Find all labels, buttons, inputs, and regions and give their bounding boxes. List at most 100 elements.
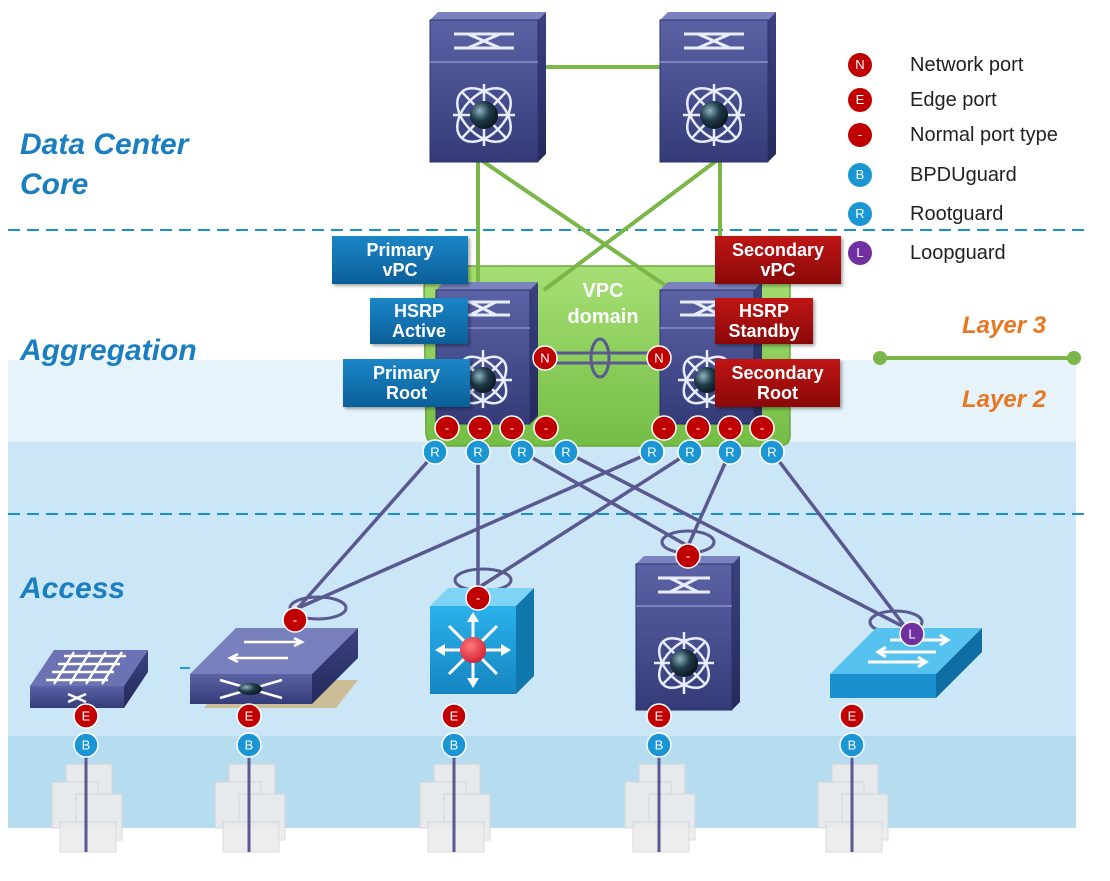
- port-marker-edge: E: [839, 703, 865, 729]
- legend-badge-network-port: N: [848, 53, 872, 77]
- role-primary-vpc-line1: Primary: [366, 240, 434, 260]
- port-badge-letter: -: [478, 421, 482, 436]
- port-marker-rootguard: R: [465, 439, 491, 465]
- port-badge-letter: -: [510, 421, 514, 436]
- port-badge-circle: [465, 585, 491, 611]
- tier-label-access: Access: [20, 572, 126, 605]
- tier-label-core-line1: Data Center: [20, 128, 189, 161]
- port-badge-letter: E: [450, 709, 459, 724]
- port-badge-circle: [749, 415, 775, 441]
- role-secondary-root-line1: Secondary: [731, 363, 824, 383]
- legend-badge-edge-port: E: [848, 88, 872, 112]
- port-marker-edge: E: [441, 703, 467, 729]
- port-marker-normal: -: [717, 415, 743, 441]
- access-switch-catalyst[interactable]: [430, 588, 534, 694]
- access-switch-nexus-chassis[interactable]: [635, 556, 740, 711]
- port-badge-letter: B: [848, 738, 857, 753]
- port-badge-circle: [646, 345, 672, 371]
- port-badge-circle: [509, 439, 535, 465]
- port-badge-circle: [651, 415, 677, 441]
- port-badge-circle: [717, 439, 743, 465]
- port-badge-letter: B: [82, 738, 91, 753]
- role-secondary-vpc-line1: Secondary: [731, 240, 825, 260]
- vpc-domain-line2: domain: [567, 306, 639, 328]
- port-badge-circle: [533, 415, 559, 441]
- role-secondary-root-line2: Root: [757, 383, 798, 403]
- port-marker-rootguard: R: [677, 439, 703, 465]
- legend-text-edge-port: Edge port: [910, 89, 997, 111]
- core-links: [476, 65, 722, 292]
- port-badge-letter: R: [725, 445, 734, 460]
- vpc-peer-port-left: N: [532, 345, 558, 371]
- role-primary-root-line1: Primary: [372, 363, 441, 383]
- port-marker-rootguard: R: [422, 439, 448, 465]
- port-marker-normal: -: [675, 543, 701, 569]
- port-marker-rootguard: R: [639, 439, 665, 465]
- port-badge-letter: E: [245, 709, 254, 724]
- legend-badge-normal-port: -: [848, 123, 872, 147]
- role-primary-vpc-line2: vPC: [382, 260, 418, 280]
- port-badge-circle: [465, 439, 491, 465]
- port-badge-circle: [899, 621, 925, 647]
- port-badge-letter: R: [647, 445, 656, 460]
- port-badge-letter: -: [445, 421, 449, 436]
- port-badge-circle: [441, 732, 467, 758]
- legend-text-bpduguard: BPDUguard: [910, 164, 1017, 186]
- layer-boundary-indicator: [873, 351, 1081, 365]
- port-badge-letter: N: [654, 351, 663, 366]
- port-marker-edge: E: [236, 703, 262, 729]
- core-switch-2[interactable]: [659, 12, 776, 163]
- port-marker-bpduguard: B: [646, 732, 672, 758]
- port-badge-letter: -: [728, 421, 732, 436]
- port-marker-rootguard: R: [759, 439, 785, 465]
- port-badge-letter: -: [760, 421, 764, 436]
- legend-text-network-port: Network port: [910, 54, 1024, 76]
- legend-text-normal-port: Normal port type: [910, 124, 1058, 146]
- port-badge-letter: E: [655, 709, 664, 724]
- port-badge-letter: E: [848, 709, 857, 724]
- legend-badge-loopguard: L: [848, 241, 872, 265]
- access-links: [296, 450, 908, 630]
- port-badge-circle: [532, 345, 558, 371]
- port-badge-letter: B: [450, 738, 459, 753]
- access-fabric-extender[interactable]: [30, 650, 148, 708]
- port-marker-normal: -: [685, 415, 711, 441]
- port-badge-letter: R: [473, 445, 482, 460]
- vpc-peer-port-right: N: [646, 345, 672, 371]
- port-badge-circle: [73, 732, 99, 758]
- port-badge-letter: N: [540, 351, 549, 366]
- port-badge-circle: [646, 732, 672, 758]
- port-badge-letter: R: [685, 445, 694, 460]
- endpoint-links: [84, 744, 854, 852]
- port-badge-letter: R: [561, 445, 570, 460]
- port-badge-letter: -: [293, 613, 297, 628]
- port-marker-bpduguard: B: [73, 732, 99, 758]
- port-badge-circle: [646, 703, 672, 729]
- core-switch-1[interactable]: [429, 12, 546, 163]
- role-secondary-vpc: Secondary vPC: [715, 236, 841, 284]
- port-marker-edge: E: [73, 703, 99, 729]
- port-badge-circle: [675, 543, 701, 569]
- port-marker-normal: -: [282, 607, 308, 633]
- port-channel-rings: [288, 529, 924, 635]
- port-badge-circle: [422, 439, 448, 465]
- port-badge-letter: R: [767, 445, 776, 460]
- port-badge-circle: [236, 703, 262, 729]
- port-badge-letter: E: [82, 709, 91, 724]
- port-badge-letter: B: [245, 738, 254, 753]
- port-marker-normal: -: [499, 415, 525, 441]
- port-badge-circle: [499, 415, 525, 441]
- tier-label-aggregation: Aggregation: [20, 334, 197, 367]
- role-hsrp-active: HSRP Active: [370, 298, 468, 344]
- tier-label-core-line2: Core: [20, 168, 89, 201]
- port-badge-letter: R: [430, 445, 439, 460]
- port-badge-letter: -: [476, 591, 480, 606]
- access-switch-nexus-flat[interactable]: [180, 628, 358, 708]
- port-badge-circle: [839, 703, 865, 729]
- vpc-domain-label: VPC domain: [555, 278, 651, 330]
- port-marker-normal: -: [533, 415, 559, 441]
- port-badge-letter: L: [908, 627, 915, 642]
- tier-label-core: Data Center Core: [20, 125, 188, 205]
- role-hsrp-standby: HSRP Standby: [715, 298, 813, 344]
